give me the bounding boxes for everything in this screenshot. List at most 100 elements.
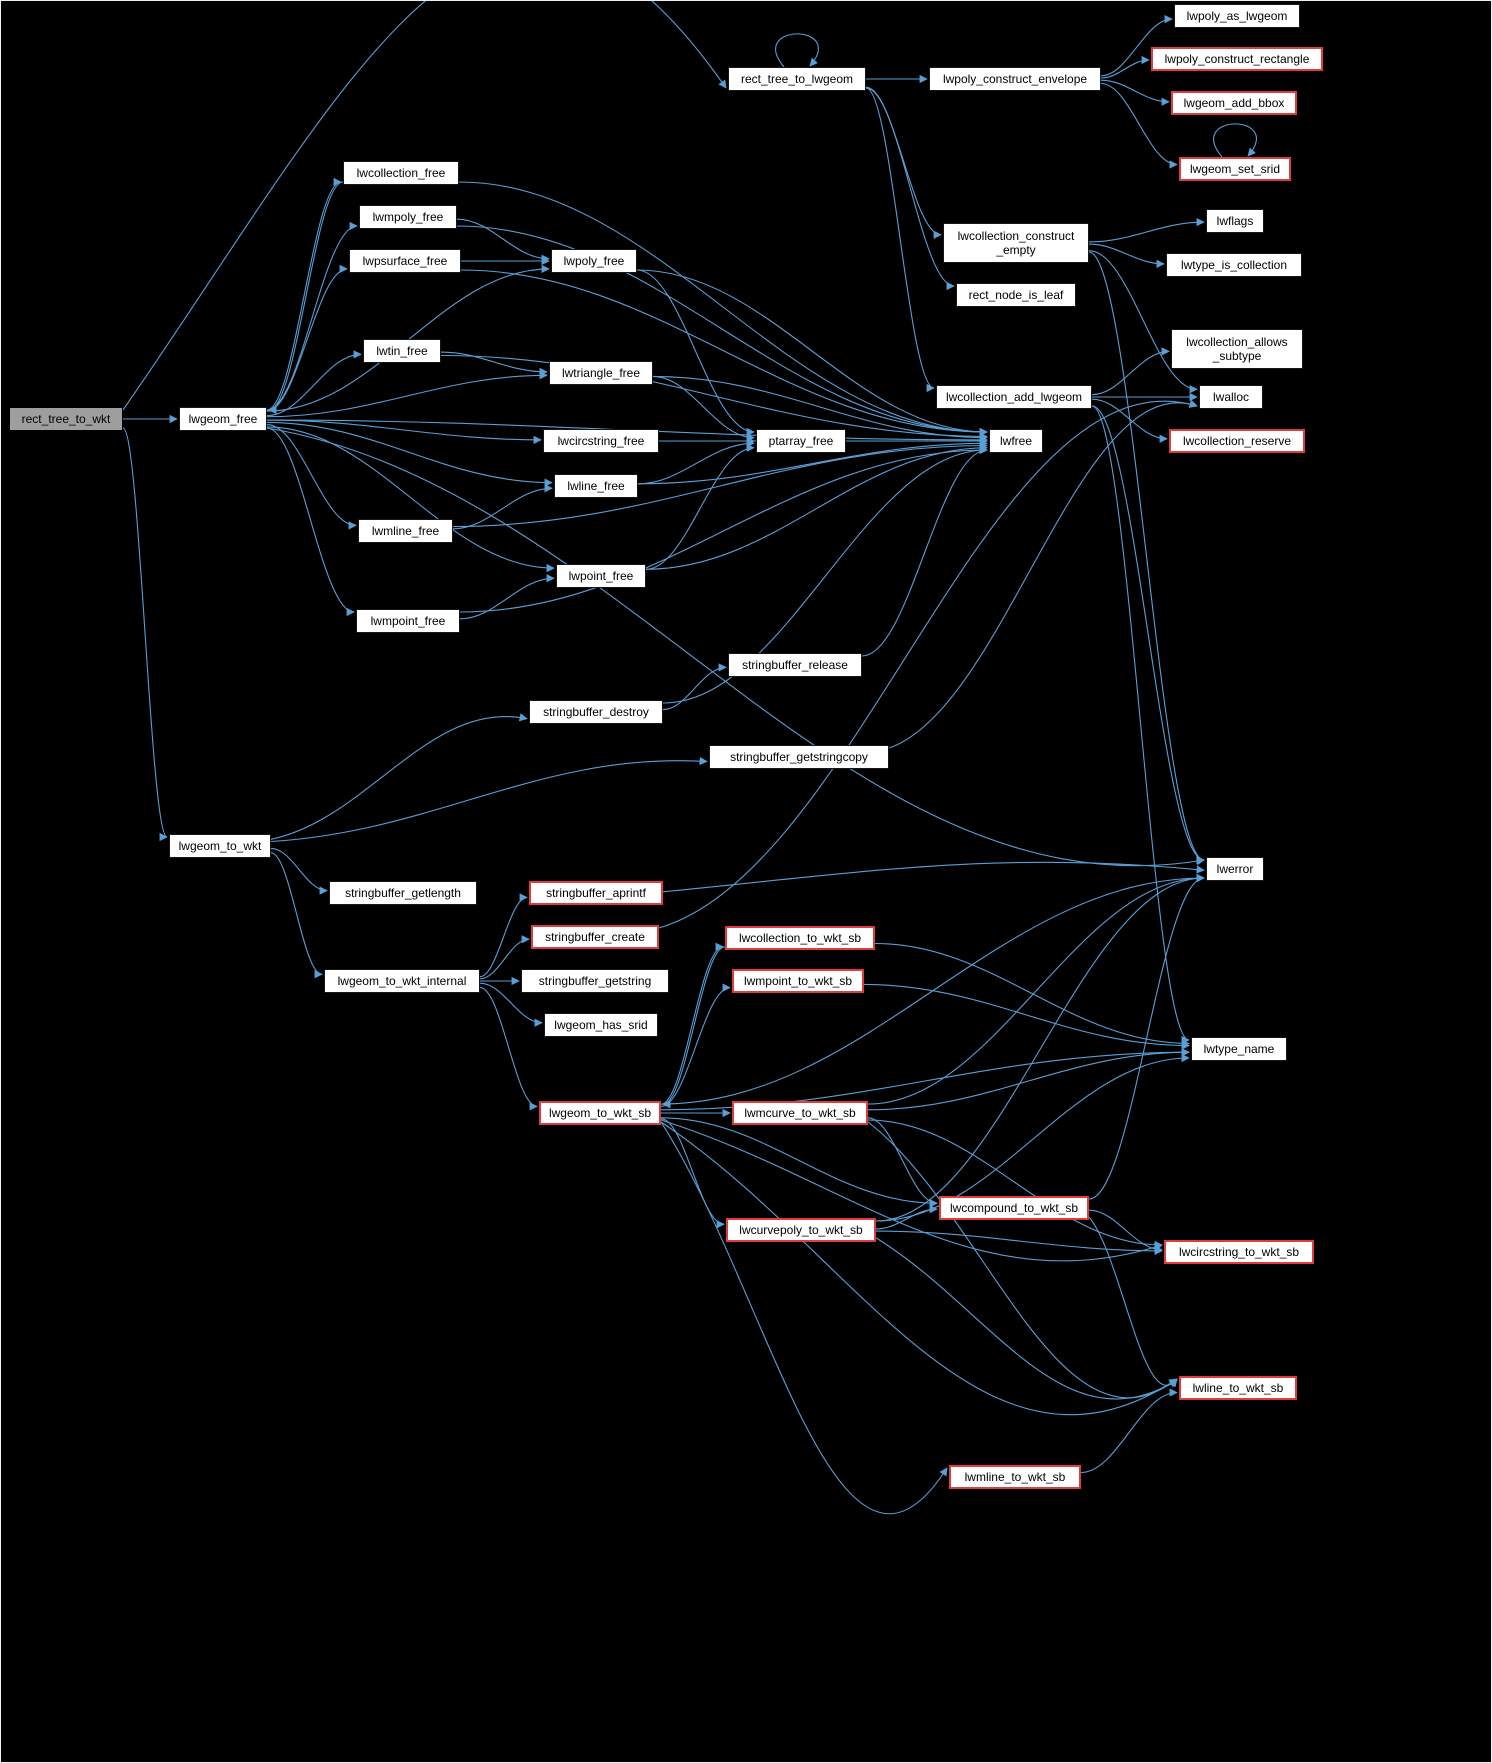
graph-edge-lwgeom_to_wkt_internal-to-lwgeom_has_srid <box>479 982 543 1027</box>
graph-node-stringbuffer_getstringcopy[interactable]: stringbuffer_getstringcopy <box>709 745 889 769</box>
graph-edge-rect_tree_to_lwgeom-to-rect_tree_to_lwgeom <box>775 33 819 68</box>
graph-edge-lwmcurve_to_wkt_sb-to-lwline_to_wkt_sb <box>867 1121 1178 1399</box>
graph-node-lwcollection_to_wkt_sb[interactable]: lwcollection_to_wkt_sb <box>725 926 875 950</box>
graph-node-rect_node_is_leaf[interactable]: rect_node_is_leaf <box>956 283 1076 307</box>
graph-node-lwtin_free[interactable]: lwtin_free <box>363 339 441 363</box>
graph-node-lwcurvepoly_to_wkt_sb[interactable]: lwcurvepoly_to_wkt_sb <box>726 1218 876 1242</box>
graph-node-stringbuffer_destroy[interactable]: stringbuffer_destroy <box>529 700 663 724</box>
graph-node-lwalloc[interactable]: lwalloc <box>1199 385 1263 409</box>
graph-node-lwcircstring_free[interactable]: lwcircstring_free <box>543 429 659 453</box>
graph-edge-lwgeom_to_wkt_internal-to-stringbuffer_create <box>479 935 530 980</box>
graph-edge-stringbuffer_release-to-lwfree <box>861 445 988 657</box>
graph-edge-lwpoint_free-to-ptarray_free <box>645 443 755 570</box>
graph-edge-lwgeom_to_wkt-to-lwgeom_to_wkt_internal <box>270 852 323 979</box>
graph-node-lwtype_name[interactable]: lwtype_name <box>1191 1037 1287 1061</box>
graph-node-lwgeom_to_wkt_internal[interactable]: lwgeom_to_wkt_internal <box>324 969 480 993</box>
graph-node-lwcollection_reserve[interactable]: lwcollection_reserve <box>1169 429 1305 453</box>
graph-node-stringbuffer_create[interactable]: stringbuffer_create <box>531 925 659 949</box>
graph-edge-stringbuffer_aprintf-to-lwerror <box>662 861 1205 893</box>
graph-edge-lwgeom_to_wkt-to-stringbuffer_getstringcopy <box>270 756 708 843</box>
graph-edge-lwcurvepoly_to_wkt_sb-to-lwline_to_wkt_sb <box>875 1237 1178 1400</box>
graph-node-stringbuffer_getstring[interactable]: stringbuffer_getstring <box>521 969 669 993</box>
graph-edge-stringbuffer_destroy-to-stringbuffer_release <box>662 663 727 711</box>
graph-edge-lwgeom_free-to-lwmline_free <box>266 424 357 530</box>
graph-node-lwpoly_construct_envelope[interactable]: lwpoly_construct_envelope <box>929 67 1101 91</box>
graph-edge-lwgeom_free-to-lwerror <box>266 427 1205 867</box>
graph-edge-lwcompound_to_wkt_sb-to-lwerror <box>1088 873 1205 1200</box>
graph-edge-lwcollection_free-to-lwgeom_free <box>268 181 344 415</box>
graph-node-lwgeom_has_srid[interactable]: lwgeom_has_srid <box>544 1013 658 1037</box>
graph-node-lwflags[interactable]: lwflags <box>1206 209 1264 233</box>
graph-edge-lwtin_free-to-lwtriangle_free <box>440 351 548 377</box>
graph-node-lwmline_to_wkt_sb[interactable]: lwmline_to_wkt_sb <box>949 1465 1081 1489</box>
graph-edge-lwgeom_free-to-lwtriangle_free <box>266 371 548 418</box>
graph-edge-lwmpoly_free-to-lwpoly_free <box>456 218 550 263</box>
graph-node-lwcircstring_to_wkt_sb[interactable]: lwcircstring_to_wkt_sb <box>1164 1240 1314 1264</box>
graph-node-rect_tree_to_wkt[interactable]: rect_tree_to_wkt <box>9 407 123 431</box>
graph-node-lwcollection_free[interactable]: lwcollection_free <box>343 161 459 185</box>
graph-edge-lwpoly_construct_envelope-to-lwpoly_as_lwgeom <box>1100 14 1173 77</box>
graph-node-stringbuffer_aprintf[interactable]: stringbuffer_aprintf <box>529 881 663 905</box>
graph-edge-lwcollection_construct_empty-to-lwalloc <box>1088 250 1198 394</box>
graph-edge-lwmcurve_to_wkt_sb-to-lwerror <box>867 873 1205 1105</box>
graph-edge-lwcollection_add_lwgeom-to-lwcollection_allows_subtype <box>1091 347 1170 396</box>
graph-edge-lwmpoly_free-to-lwfree <box>456 225 988 437</box>
graph-node-lwcollection_add_lwgeom[interactable]: lwcollection_add_lwgeom <box>936 385 1092 409</box>
graph-node-rect_tree_to_lwgeom[interactable]: rect_tree_to_lwgeom <box>728 67 866 91</box>
graph-edge-lwmpoint_to_wkt_sb-to-lwtype_name <box>863 983 1190 1050</box>
graph-node-lwpoly_as_lwgeom[interactable]: lwpoly_as_lwgeom <box>1174 4 1300 28</box>
graph-edge-lwpoly_construct_envelope-to-lwpoly_construct_rectangle <box>1100 55 1150 79</box>
graph-edge-lwcompound_to_wkt_sb-to-lwline_to_wkt_sb <box>1088 1216 1178 1388</box>
graph-node-lwpsurface_free[interactable]: lwpsurface_free <box>349 249 461 273</box>
graph-node-lwmcurve_to_wkt_sb[interactable]: lwmcurve_to_wkt_sb <box>732 1101 868 1125</box>
graph-node-lwcompound_to_wkt_sb[interactable]: lwcompound_to_wkt_sb <box>939 1196 1089 1220</box>
graph-node-lwpoint_free[interactable]: lwpoint_free <box>556 564 646 588</box>
graph-edge-lwgeom_to_wkt_sb-to-lwmpoint_to_wkt_sb <box>660 983 731 1107</box>
graph-edge-lwcollection_add_lwgeom-to-lwtype_name <box>1091 405 1190 1044</box>
graph-edge-lwgeom_free-to-lwline_free <box>266 421 553 487</box>
graph-node-lwgeom_free[interactable]: lwgeom_free <box>179 407 267 431</box>
graph-node-lwline_free[interactable]: lwline_free <box>554 474 638 498</box>
graph-edge-lwcurvepoly_to_wkt_sb-to-lwtype_name <box>875 1053 1190 1222</box>
graph-node-lwpoly_free[interactable]: lwpoly_free <box>551 249 637 273</box>
graph-edge-lwtin_free-to-lwfree <box>440 354 988 441</box>
graph-node-lwmpoly_free[interactable]: lwmpoly_free <box>359 205 457 229</box>
graph-edge-lwgeom_to_wkt-to-stringbuffer_getlength <box>270 847 328 895</box>
graph-edge-lwmline_free-to-lwfree <box>452 441 988 528</box>
graph-node-lwtype_is_collection[interactable]: lwtype_is_collection <box>1166 253 1302 277</box>
graph-node-lwfree[interactable]: lwfree <box>989 429 1043 453</box>
graph-edge-lwpoly_construct_envelope-to-lwgeom_set_srid <box>1100 82 1178 169</box>
graph-node-lwmpoint_free[interactable]: lwmpoint_free <box>356 609 460 633</box>
graph-node-lwtriangle_free[interactable]: lwtriangle_free <box>549 361 653 385</box>
graph-edge-lwgeom_free-to-lwcollection_free <box>266 177 342 411</box>
graph-node-lwmpoint_to_wkt_sb[interactable]: lwmpoint_to_wkt_sb <box>732 969 864 993</box>
graph-node-lwcollection_construct_empty[interactable]: lwcollection_construct _empty <box>943 223 1089 263</box>
graph-edge-lwgeom_to_wkt_sb-to-lwcurvepoly_to_wkt_sb <box>660 1118 725 1229</box>
graph-node-lwcollection_allows_subtype[interactable]: lwcollection_allows _subtype <box>1171 329 1303 369</box>
graph-edge-lwgeom_set_srid-to-lwgeom_set_srid <box>1213 123 1257 158</box>
graph-edge-lwpoly_free-to-ptarray_free <box>636 269 755 437</box>
graph-node-stringbuffer_getlength[interactable]: stringbuffer_getlength <box>329 881 477 905</box>
graph-edge-lwpoint_free-to-lwfree <box>645 443 988 570</box>
graph-edge-stringbuffer_getstringcopy-to-lwalloc <box>888 399 1198 749</box>
graph-node-lwgeom_add_bbox[interactable]: lwgeom_add_bbox <box>1171 91 1297 115</box>
graph-edge-lwgeom_to_wkt_sb-to-lwline_to_wkt_sb <box>660 1121 1178 1416</box>
graph-edge-lwmpoint_free-to-lwpoint_free <box>459 574 555 620</box>
graph-node-ptarray_free[interactable]: ptarray_free <box>756 429 846 453</box>
graph-node-lwerror[interactable]: lwerror <box>1206 857 1264 881</box>
graph-edge-lwcollection_to_wkt_sb-to-lwgeom_to_wkt_sb <box>662 946 726 1109</box>
graph-node-lwpoly_construct_rectangle[interactable]: lwpoly_construct_rectangle <box>1151 47 1323 71</box>
graph-edge-stringbuffer_destroy-to-lwfree <box>662 445 988 704</box>
graph-node-lwgeom_to_wkt_sb[interactable]: lwgeom_to_wkt_sb <box>539 1101 661 1125</box>
graph-node-lwgeom_set_srid[interactable]: lwgeom_set_srid <box>1179 157 1291 181</box>
graph-edge-lwcompound_to_wkt_sb-to-lwcircstring_to_wkt_sb <box>1088 1209 1163 1254</box>
graph-node-lwline_to_wkt_sb[interactable]: lwline_to_wkt_sb <box>1179 1376 1297 1400</box>
graph-edge-lwmcurve_to_wkt_sb-to-lwcircstring_to_wkt_sb <box>867 1119 1163 1250</box>
graph-edge-lwgeom_to_wkt_sb-to-lwcircstring_to_wkt_sb <box>660 1119 1163 1262</box>
graph-node-lwgeom_to_wkt[interactable]: lwgeom_to_wkt <box>169 834 271 858</box>
graph-node-stringbuffer_release[interactable]: stringbuffer_release <box>728 653 862 677</box>
graph-node-lwmline_free[interactable]: lwmline_free <box>358 519 453 543</box>
graph-edge-lwpoly_construct_envelope-to-lwgeom_add_bbox <box>1100 79 1170 106</box>
graph-edge-lwmcurve_to_wkt_sb-to-lwtype_name <box>867 1048 1190 1111</box>
